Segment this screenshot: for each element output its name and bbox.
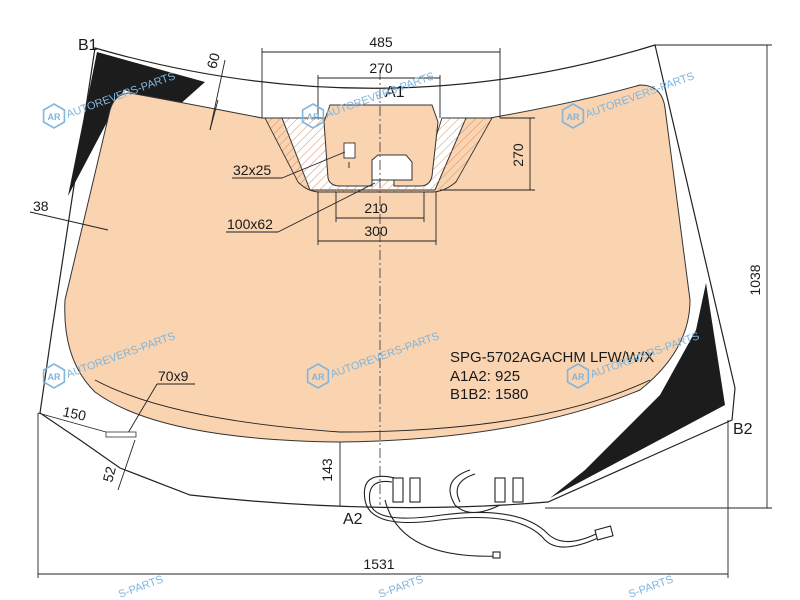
heater-wiring bbox=[363, 469, 614, 559]
label-b2: B2 bbox=[733, 421, 753, 438]
dim-300: 300 bbox=[364, 223, 388, 239]
dim-60: 60 bbox=[203, 51, 223, 70]
spec-a1a2: A1A2: 925 bbox=[450, 368, 520, 385]
dim-143: 143 bbox=[319, 458, 335, 482]
dim-1531: 1531 bbox=[363, 556, 394, 572]
spec-b1b2: B1B2: 1580 bbox=[450, 386, 528, 403]
spec-code: SPG-5702AGACHM LFW/W/X bbox=[450, 349, 654, 366]
label-a2: A2 bbox=[343, 511, 363, 528]
shade-band-right bbox=[550, 283, 725, 498]
watermark-tail-3: S-PARTS bbox=[627, 574, 675, 600]
sensor-notch bbox=[323, 104, 439, 187]
glass-outline bbox=[39, 44, 736, 509]
dim-485: 485 bbox=[369, 34, 393, 50]
shade-band-left bbox=[68, 52, 205, 196]
dim-32x25: 32x25 bbox=[233, 162, 271, 178]
dim-52: 52 bbox=[99, 464, 119, 483]
dim-100x62: 100x62 bbox=[227, 216, 273, 232]
sensor-zone-hatch bbox=[264, 117, 493, 193]
dim-270-vertical: 270 bbox=[510, 143, 526, 167]
label-a1: A1 bbox=[385, 84, 405, 101]
label-b1: B1 bbox=[78, 37, 98, 54]
dim-270-horizontal: 270 bbox=[369, 60, 393, 76]
sensor-32x25 bbox=[343, 142, 356, 159]
dim-38: 38 bbox=[33, 198, 49, 214]
dim-70x9: 70x9 bbox=[158, 368, 189, 384]
watermark-tail-2: S-PARTS bbox=[377, 574, 425, 600]
dim-1038: 1038 bbox=[747, 264, 763, 295]
strip-70x9 bbox=[105, 431, 137, 438]
dim-150: 150 bbox=[61, 403, 87, 424]
dim-210: 210 bbox=[364, 200, 388, 216]
watermark-tail-1: S-PARTS bbox=[117, 574, 165, 600]
